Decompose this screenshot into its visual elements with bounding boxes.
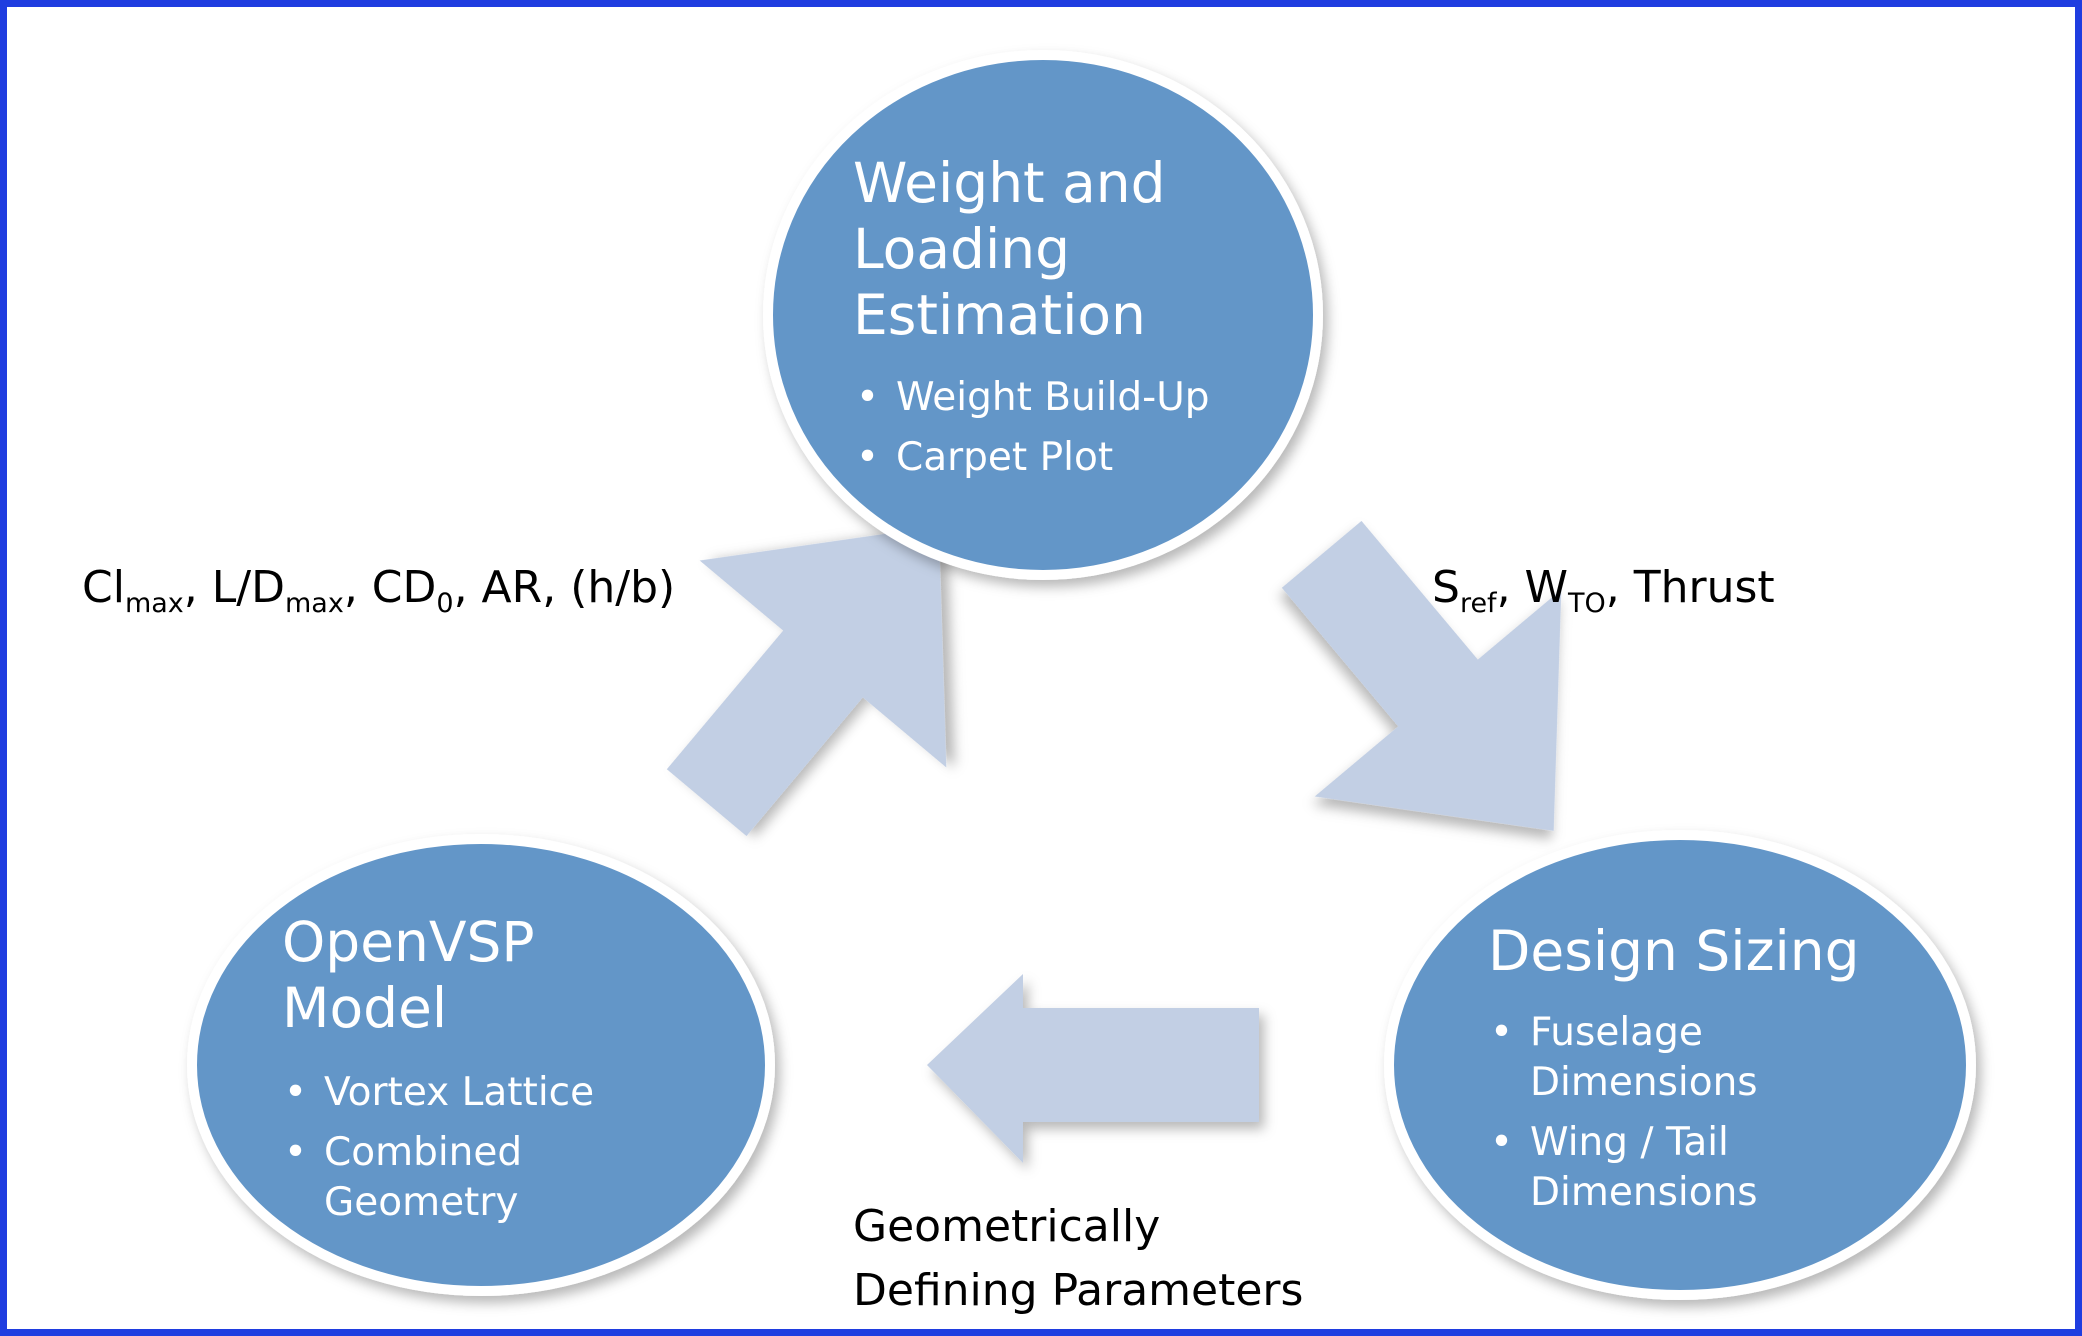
arrow-design-to-openvsp xyxy=(927,974,1259,1163)
label-text: S xyxy=(1432,562,1460,613)
title-line: Estimation xyxy=(853,283,1146,347)
node-design-items: Fuselage Dimensions Wing / Tail Dimensio… xyxy=(1490,1008,1758,1228)
list-item: Combined Geometry xyxy=(284,1128,594,1228)
list-item-line: Wing / Tail xyxy=(1530,1120,1729,1165)
node-weight-items: Weight Build-Up Carpet Plot xyxy=(856,373,1210,493)
label-subscript: max xyxy=(284,588,344,619)
label-text: Cl xyxy=(82,562,125,613)
label-text: , AR, (h/b) xyxy=(453,562,676,613)
label-subscript: TO xyxy=(1568,588,1606,619)
title-line: Model xyxy=(282,976,448,1040)
arrow-openvsp-to-weight xyxy=(666,526,947,837)
edge-label-sizing-params: Sref, WTO, Thrust xyxy=(1432,556,1775,620)
title-line: Design Sizing xyxy=(1488,919,1860,983)
title-line: Loading xyxy=(853,217,1070,281)
label-text: , Thrust xyxy=(1605,562,1775,613)
label-text: , W xyxy=(1496,562,1569,613)
list-item-line: Dimensions xyxy=(1530,1170,1758,1215)
label-text: , L/D xyxy=(183,562,285,613)
label-line: Geometrically xyxy=(853,1201,1161,1252)
node-design-title: Design Sizing xyxy=(1488,918,1860,984)
list-item-line: Fuselage xyxy=(1530,1010,1703,1055)
list-item: Carpet Plot xyxy=(856,433,1210,483)
list-item: Vortex Lattice xyxy=(284,1068,594,1118)
edge-label-geometry-params: Geometrically Defining Parameters xyxy=(853,1195,1303,1323)
node-weight-title: Weight and Loading Estimation xyxy=(853,150,1166,348)
edge-label-aero-params: Clmax, L/Dmax, CD0, AR, (h/b) xyxy=(82,556,675,620)
label-text: , CD xyxy=(343,562,437,613)
list-item: Fuselage Dimensions xyxy=(1490,1008,1758,1108)
label-line: Defining Parameters xyxy=(853,1265,1304,1316)
label-subscript: ref xyxy=(1459,588,1497,619)
label-subscript: 0 xyxy=(436,588,454,619)
label-subscript: max xyxy=(124,588,184,619)
node-openvsp-title: OpenVSP Model xyxy=(282,909,535,1041)
list-item: Wing / Tail Dimensions xyxy=(1490,1118,1758,1218)
node-openvsp-items: Vortex Lattice Combined Geometry xyxy=(284,1068,594,1238)
list-item-line: Dimensions xyxy=(1530,1060,1758,1105)
list-item-line: Combined xyxy=(324,1130,523,1175)
arrow-weight-to-design xyxy=(1281,520,1562,831)
list-item: Weight Build-Up xyxy=(856,373,1210,423)
title-line: Weight and xyxy=(853,151,1166,215)
list-item-line: Geometry xyxy=(324,1180,519,1225)
title-line: OpenVSP xyxy=(282,910,535,974)
